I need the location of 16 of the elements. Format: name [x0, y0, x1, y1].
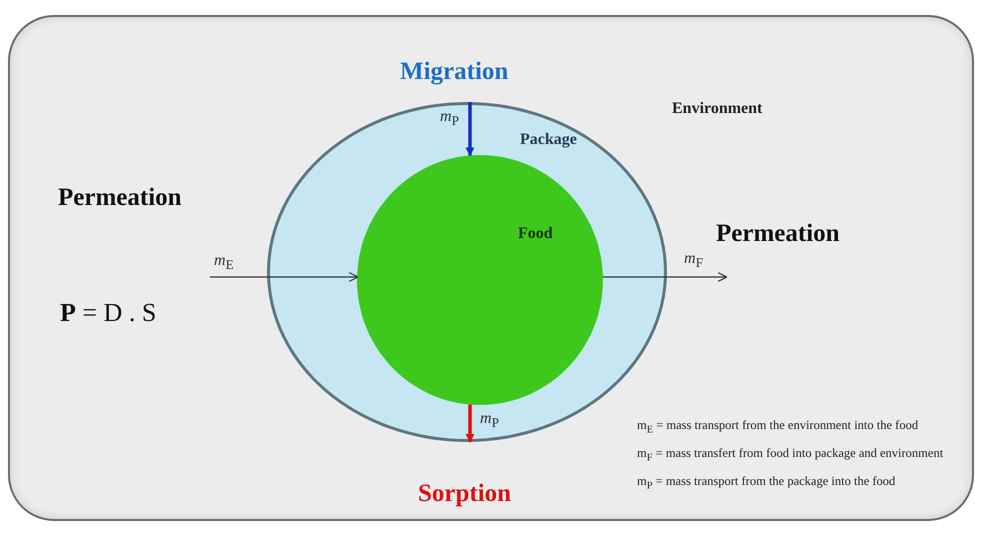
region-label: Food	[518, 225, 553, 243]
arrow	[602, 272, 728, 282]
region-label: Environment	[672, 100, 762, 118]
region-label: Package	[520, 131, 577, 149]
heading: Permeation	[58, 184, 182, 212]
arrow	[210, 272, 359, 282]
arrow	[466, 102, 474, 156]
heading: Sorption	[418, 480, 512, 508]
heading: Migration	[400, 58, 508, 86]
heading: Permeation	[716, 220, 840, 248]
arrow	[466, 404, 474, 443]
environment-panel	[8, 15, 974, 521]
legend-note: m$_{E}$ = mass transport from the environment into the food	[637, 418, 920, 438]
legend-note: m$_{F}$ = mass transfert from food into package and environment	[637, 446, 944, 466]
formula: P = D . S	[60, 298, 156, 328]
legend-note: m$_{P}$ = mass transport from the package into the food	[637, 474, 896, 494]
